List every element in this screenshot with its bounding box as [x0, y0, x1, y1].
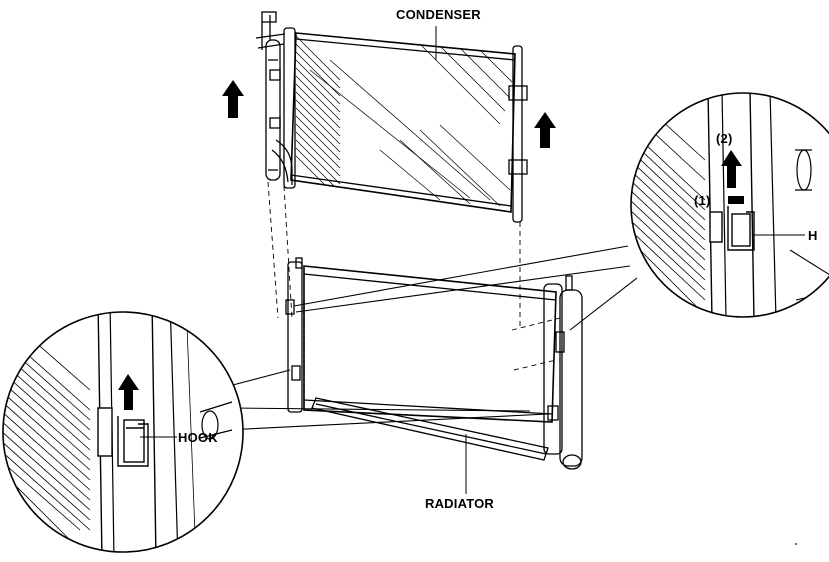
condenser-core-fins — [295, 35, 513, 207]
condenser-label: CONDENSER — [396, 7, 481, 22]
radiator — [285, 257, 583, 470]
condenser — [255, 11, 528, 223]
radiator-label: RADIATOR — [425, 496, 495, 511]
up-arrow-icon — [721, 150, 742, 188]
press-arrow-icon — [728, 196, 744, 204]
step-2-label: (2) — [716, 131, 733, 146]
hook-clip-icon — [709, 206, 755, 251]
hook-label-right: H — [808, 228, 818, 243]
hook-label-left: HOOK — [178, 430, 218, 445]
hook-clip-icon — [97, 407, 149, 467]
magnifier-leader-lines — [224, 245, 638, 431]
up-arrow-icon — [118, 374, 139, 410]
up-arrow-icon — [534, 112, 556, 148]
right-hook-detail — [630, 92, 829, 318]
up-arrow-icon — [222, 80, 244, 118]
step-1-label: (1) — [694, 193, 711, 208]
speck — [795, 543, 797, 545]
left-hook-detail — [2, 311, 244, 553]
alignment-dashed-lines — [267, 181, 561, 371]
